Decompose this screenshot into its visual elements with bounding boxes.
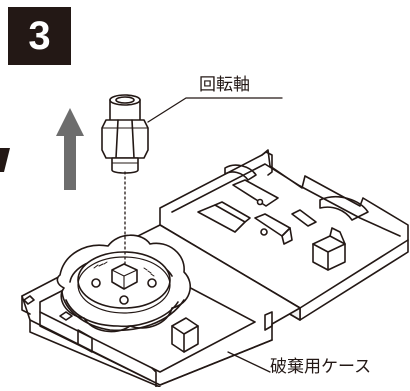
disposal-case-label: 破棄用ケース	[270, 357, 372, 377]
case-leader-line	[227, 351, 271, 373]
cap-holder	[56, 234, 192, 353]
left-edge-arrow-fragment	[0, 148, 10, 172]
up-arrow-icon	[56, 108, 84, 190]
step-number-badge: 3	[8, 7, 71, 65]
shaft-label: 回転軸	[199, 75, 250, 95]
rear-tray	[159, 149, 409, 321]
shaft-fitting	[101, 94, 149, 174]
shaft-leader-line	[147, 97, 283, 123]
